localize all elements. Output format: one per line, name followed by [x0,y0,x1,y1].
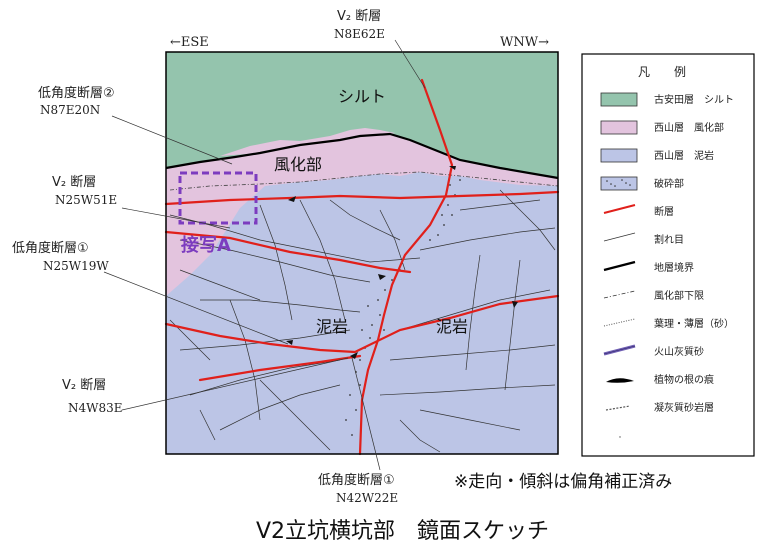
legend-label-tuff-sandstone: 凝灰質砂岩層 [654,401,714,414]
legend-label-volcanic-sand: 火山灰質砂 [654,345,704,358]
dip-arrows [286,166,518,359]
callout-low-angle-1-strike: N25W19W [43,259,109,273]
legend-label-crushed: 破砕部 [654,177,684,190]
faults [164,78,560,456]
weathered-bumps [220,128,395,156]
callout-v2-top-strike: N8E62E [334,27,385,41]
callout-v2-bottom-strike: N4W83E [68,401,123,415]
unit-label-silt: シルト [338,87,386,106]
fault-low-angle-1 [164,294,560,354]
direction-ese: ←ESE [170,35,209,50]
callout-low-angle-1-bottom-strike: N42W22E [336,491,398,505]
legend-label-weathered: 西山層 風化部 [654,121,724,134]
legend-label-silt: 古安田層 シルト [654,93,734,106]
legend-label-lamina: 葉理・薄層（砂） [654,317,734,330]
closeup-a-box [178,171,258,225]
callout-v2-top-name: V₂ 断層 [337,9,381,24]
sketch-panel: シルト 風化部 泥岩 泥岩 接写A [164,51,560,456]
legend: 凡 例 古安田層 シルト 西山層 風化部 西山層 泥岩 破砕部 断層 割れ目 地… [581,53,755,457]
legend-label-weathered-limit: 風化部下限 [654,289,704,302]
declination-note: ※走向・傾斜は偏角補正済み [454,472,672,492]
callout-v2-left-strike: N25W51E [55,193,117,207]
legend-border [581,53,755,457]
unit-label-weathered: 風化部 [274,155,322,174]
direction-wnw: WNW→ [500,35,549,50]
weathered-lower-limit [169,171,559,191]
fault-callouts: V₂ 断層 N8E62E 低角度断層② N87E20N V₂ 断層 N25W51… [12,9,426,505]
fractures [169,189,556,453]
callout-v2-bottom-name: V₂ 断層 [62,378,106,393]
legend-label-fracture: 割れ目 [654,233,684,246]
figure-title: V2立坑横坑部 鏡面スケッチ [256,519,549,544]
unit-label-mudstone-left: 泥岩 [316,317,348,336]
weathered-zone [166,134,558,296]
fault-low-angle-2 [164,190,560,206]
callout-low-angle-2-name: 低角度断層② [38,85,115,101]
legend-label-boundary: 地層境界 [654,261,694,274]
closeup-a-label: 接写A [181,234,231,256]
callout-v2-left-name: V₂ 断層 [52,175,96,190]
callout-low-angle-1-bottom-name: 低角度断層① [318,472,395,488]
strata-boundary-line [165,132,559,180]
legend-label-mudstone: 西山層 泥岩 [654,149,714,162]
sketch-border [165,51,559,455]
callout-low-angle-1-name: 低角度断層① [12,240,89,256]
legend-label-root-trace: 植物の根の痕 [654,373,714,386]
legend-title: 凡 例 [638,65,686,79]
callout-low-angle-2-strike: N87E20N [40,103,100,117]
fault-v2-n4w83e [198,354,362,382]
legend-label-fault: 断層 [654,205,674,218]
unit-label-mudstone-right: 泥岩 [436,317,468,336]
fault-v2-n25w51e [164,230,412,274]
